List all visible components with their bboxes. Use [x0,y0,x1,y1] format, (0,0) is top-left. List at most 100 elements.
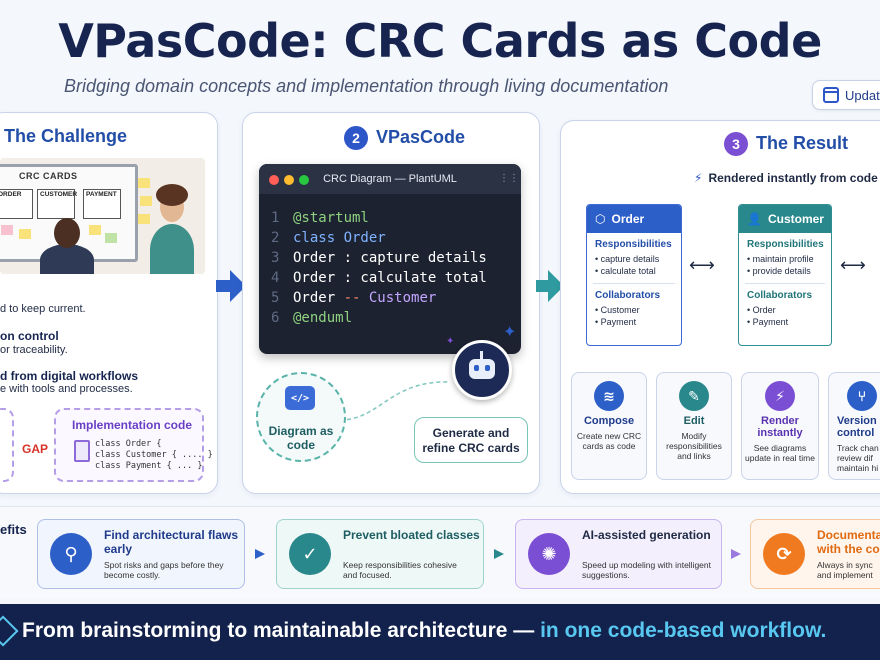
vpascode-title: 2 VPasCode [344,126,465,150]
small-arrow-icon [494,549,504,559]
layers-icon: ≋ [594,381,624,411]
lightning-icon: ⚡ [765,381,795,411]
whiteboard-card-order: ORDER [0,189,33,219]
window-close-dot[interactable] [269,175,279,185]
challenge-point-2-desc: or traceability. [0,344,68,356]
crc-card-header: ⬡Order [587,205,681,233]
feature-version-control[interactable]: ⑂ Version control Track chan review dif … [828,372,880,480]
whiteboard-card-customer: CUSTOMER [37,189,77,219]
double-arrow-icon: ⟷ [689,255,715,275]
shield-check-icon: ✓ [289,533,331,575]
benefit-card-documentation[interactable]: ⟳ Documenta with the co Always in sync a… [750,519,880,589]
sparkle-icon: ✦ [503,324,517,341]
benefit-card-ai-generation[interactable]: ✺ AI-assisted generation Speed up modeli… [515,519,722,589]
window-maximize-dot[interactable] [299,175,309,185]
crc-section-label: Responsibilities [747,239,824,250]
code-file-icon [74,440,90,462]
benefits-label: efits [0,522,27,537]
person-woman [150,224,194,274]
code-line: 1@startuml [271,210,369,226]
sticky-note [105,233,117,243]
footer-tagline: From brainstorming to maintainable archi… [22,619,827,642]
benefit-card-prevent-bloat[interactable]: ✓ Prevent bloated classes Keep responsib… [276,519,484,589]
step-number-badge: 3 [724,132,748,156]
window-minimize-dot[interactable] [284,175,294,185]
impl-code-line: class Order { [95,439,162,449]
benefit-card-find-flaws[interactable]: ⚲ Find architectural flaws early Spot ri… [37,519,245,589]
person-back [40,244,94,274]
ai-robot-icon [452,340,512,400]
flow-arrow-shaft [536,280,548,292]
code-window-titlebar: CRC Diagram — PlantUML ⋮⋮ [259,164,521,194]
crc-item: • Order [747,305,776,315]
generate-refine-box: Generate and refine CRC cards [414,417,528,463]
code-window-title: CRC Diagram — PlantUML [323,173,457,185]
update-button[interactable]: Update [812,80,880,110]
impl-code-line: class Customer { .... } [95,450,213,460]
crc-card-header: 👤Customer [739,205,831,233]
sync-icon: ⟳ [763,533,805,575]
crc-cards-box [0,408,14,482]
crc-item: • Customer [595,305,640,315]
sticky-note [89,225,101,235]
grid-menu-icon[interactable]: ⋮⋮ [499,173,519,184]
sticky-note [138,178,150,188]
cube-icon: ⬡ [595,212,606,226]
step-number-badge: 2 [344,126,368,150]
magnifier-icon: ⚲ [50,533,92,575]
implementation-code-title: Implementation code [72,418,193,432]
gap-label: GAP [22,442,49,456]
git-branch-icon: ⑂ [847,381,877,411]
whiteboard: CRC CARDS ORDER CUSTOMER PAYMENT [0,164,138,262]
sticky-note [1,225,13,235]
sticky-note [140,196,152,206]
update-button-label: Update [845,87,880,103]
feature-compose[interactable]: ≋ Compose Create new CRC cards as code [571,372,647,480]
crc-card-customer[interactable]: 👤Customer Responsibilities • maintain pr… [738,204,832,346]
page-title: VPasCode: CRC Cards as Code [58,14,822,68]
person-woman-hair [156,184,188,206]
vpascode-title-text: VPasCode [376,126,466,147]
feature-edit[interactable]: ✎ Edit Modify responsibilities and links [656,372,732,480]
double-arrow-icon: ⟷ [840,255,866,275]
whiteboard-title: CRC CARDS [19,171,78,181]
lightning-icon: ⚡ [694,171,703,185]
small-arrow-icon [255,549,265,559]
crc-item: • Payment [595,317,637,327]
crc-item: • capture details [595,254,660,264]
whiteboard-card-payment: PAYMENT [83,189,121,219]
challenge-point-3-desc: e with tools and processes. [0,383,133,395]
crc-card-order[interactable]: ⬡Order Responsibilities • capture detail… [586,204,682,346]
brain-icon: ✺ [528,533,570,575]
diagram-as-code-label: Diagram as code [268,424,334,452]
feature-render-instantly[interactable]: ⚡ Render instantly See diagrams update i… [741,372,819,480]
crc-item: • provide details [747,266,811,276]
result-title: 3 The Result [724,132,848,156]
crc-section-label: Collaborators [747,290,813,301]
result-subtitle: ⚡Rendered instantly from code [694,171,878,185]
code-tag-icon: </> [285,386,315,410]
footer-banner [0,604,880,660]
challenge-text-1: d to keep current. [0,303,86,315]
result-title-text: The Result [756,132,849,153]
challenge-title: The Challenge [4,126,128,146]
sticky-note [138,214,150,224]
crc-item: • maintain profile [747,254,814,264]
code-line: 6@enduml [271,310,353,326]
small-arrow-icon [731,549,741,559]
impl-code-line: class Payment { ... } [95,461,203,471]
calendar-icon [823,87,839,103]
sparkle-icon: ✦ [446,336,455,347]
person-head [54,218,80,248]
person-icon: 👤 [747,212,762,226]
flow-arrow-shaft [216,280,230,292]
pencil-icon: ✎ [679,381,709,411]
page-subtitle: Bridging domain concepts and implementat… [64,76,669,96]
crc-item: • Payment [747,317,789,327]
sticky-note [19,229,31,239]
